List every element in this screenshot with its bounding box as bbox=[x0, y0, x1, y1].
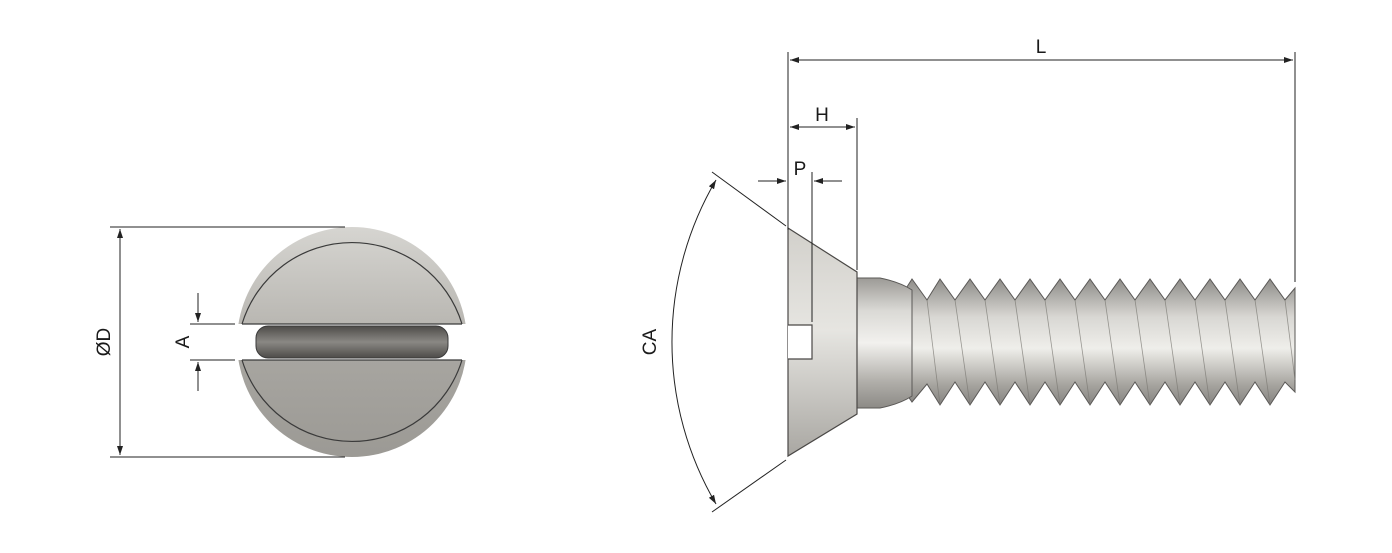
thread-section bbox=[904, 278, 1296, 406]
head-upper-half bbox=[237, 227, 467, 324]
slot bbox=[255, 325, 449, 359]
diameter-label: ØD bbox=[94, 328, 115, 357]
slot-depth-dimension: P bbox=[758, 159, 842, 322]
slot-width-label: A bbox=[173, 335, 194, 348]
head-height-dimension: H bbox=[790, 105, 858, 270]
head-cone bbox=[787, 226, 858, 458]
screw-side-view bbox=[787, 226, 1296, 458]
slot-depth-label: P bbox=[794, 159, 807, 180]
shank bbox=[856, 277, 913, 409]
head-lower-half bbox=[237, 360, 467, 457]
countersink-angle-dimension: CA bbox=[640, 171, 787, 513]
length-dimension: L bbox=[787, 37, 1296, 282]
length-label: L bbox=[1036, 37, 1047, 58]
slot-notch bbox=[788, 324, 813, 360]
countersink-angle-label: CA bbox=[640, 328, 661, 355]
head-height-label: H bbox=[815, 105, 829, 126]
diameter-dimension: ØD bbox=[94, 226, 345, 458]
slot-width-dimension: A bbox=[173, 293, 235, 391]
head-top-view bbox=[237, 227, 467, 457]
